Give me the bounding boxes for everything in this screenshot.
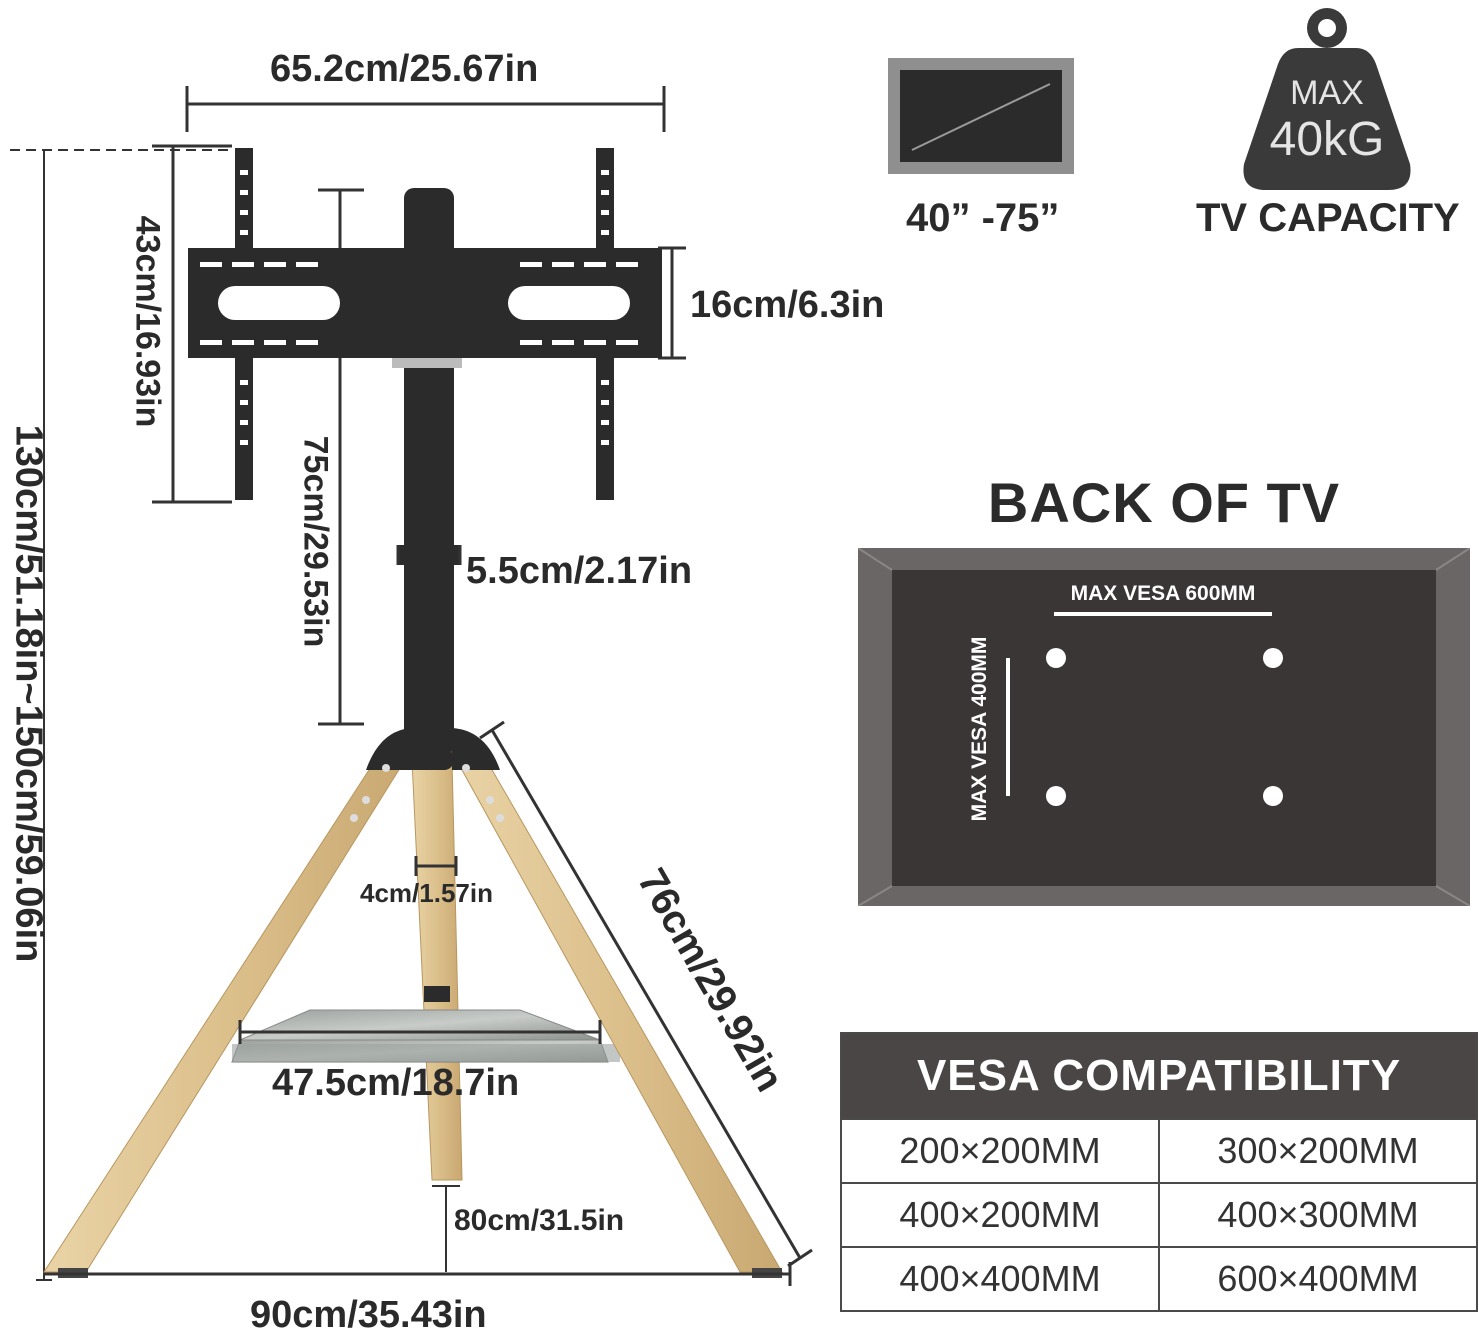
bracket-height-label: 43cm/16.93in	[128, 215, 167, 428]
weight-icon: MAX 40kG	[1238, 4, 1416, 194]
table-cell: 600×400MM	[1158, 1248, 1476, 1310]
screen-size-label: 40” -75”	[906, 196, 1060, 240]
table-cell: 400×300MM	[1158, 1184, 1476, 1246]
base-width-label: 90cm/35.43in	[250, 1294, 487, 1336]
tv-back-inner	[892, 570, 1436, 886]
bracket-width-label: 65.2cm/25.67in	[270, 48, 539, 90]
vesa-table-title: VESA COMPATIBILITY	[842, 1034, 1476, 1118]
table-row: 400×400MM 600×400MM	[842, 1246, 1476, 1310]
vesa-horizontal-label: MAX VESA 600MM	[1070, 582, 1256, 605]
tv-capacity-label: TV CAPACITY	[1196, 196, 1460, 240]
leg-width-label: 4cm/1.57in	[360, 878, 493, 908]
table-row: 200×200MM 300×200MM	[842, 1118, 1476, 1182]
shelf-width-label: 47.5cm/18.7in	[272, 1062, 520, 1104]
tv-screen-icon	[888, 58, 1074, 174]
vesa-compatibility-table: VESA COMPATIBILITY 200×200MM 300×200MM 4…	[840, 1032, 1478, 1312]
table-cell: 400×200MM	[899, 1194, 1101, 1235]
table-cell: 400×400MM	[899, 1258, 1101, 1299]
shelf-height-label: 80cm/31.5in	[454, 1204, 625, 1237]
tv-back-panel: MAX VESA 600MM MAX VESA 400MM	[858, 548, 1470, 906]
back-of-tv-title: BACK OF TV	[987, 471, 1341, 534]
table-cell: 300×200MM	[1158, 1120, 1476, 1182]
table-cell: 200×200MM	[899, 1130, 1101, 1171]
vesa-vertical-label: MAX VESA 400MM	[968, 636, 991, 822]
table-row: 400×200MM 400×300MM	[842, 1182, 1476, 1246]
pole-diameter-label: 5.5cm/2.17in	[466, 550, 693, 592]
weight-max-text: MAX	[1290, 74, 1364, 112]
weight-value-text: 40kG	[1269, 113, 1385, 166]
plate-height-label: 16cm/6.3in	[690, 284, 885, 326]
pole-length-label: 75cm/29.53in	[296, 435, 335, 648]
total-height-label: 130cm/51.18in~150cm/59.06in	[7, 424, 50, 963]
